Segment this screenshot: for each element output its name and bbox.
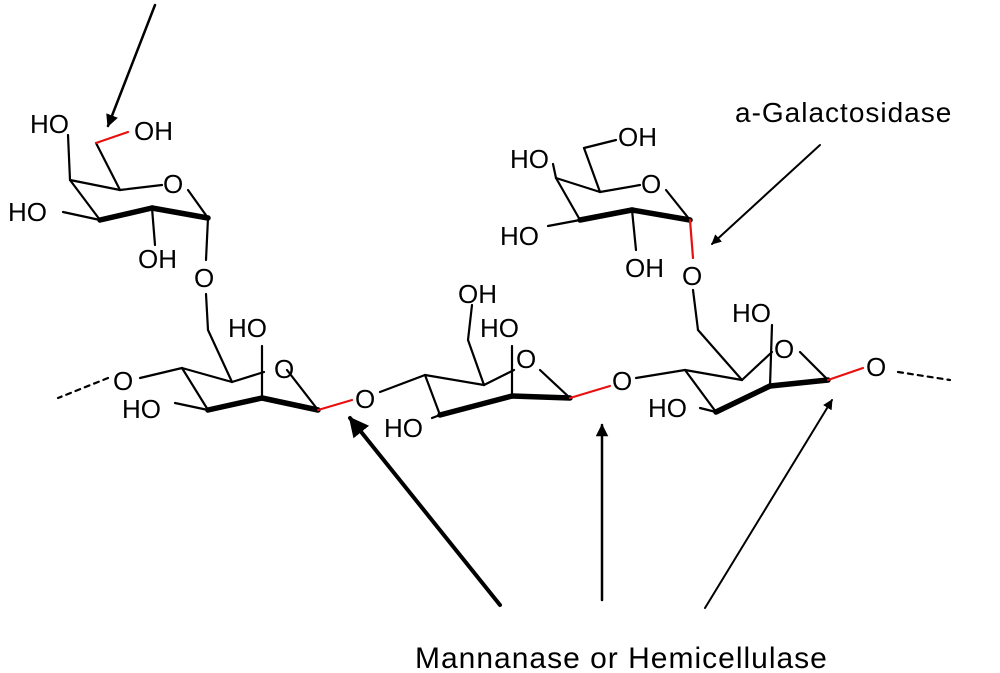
glycosidic-oxygen-label: O bbox=[355, 384, 375, 414]
hydroxyl-label: OH bbox=[134, 116, 173, 146]
mannose-ring-left bbox=[56, 328, 354, 413]
hydroxyl-label: OH bbox=[618, 122, 657, 152]
mannose-ring-right bbox=[634, 323, 952, 415]
glycosidic-oxygen-label: O bbox=[866, 352, 886, 382]
hydroxyl-label: HO bbox=[8, 197, 47, 227]
hydroxyl-label: HO bbox=[228, 313, 267, 343]
ring-oxygen-label: O bbox=[163, 169, 183, 199]
galactosidase-arrow bbox=[711, 144, 821, 245]
galactose-ring-left bbox=[61, 130, 211, 332]
hydroxyl-label: HO bbox=[480, 313, 519, 343]
ring-oxygen-label: O bbox=[274, 354, 294, 384]
hydroxyl-label: OH bbox=[625, 253, 664, 283]
hydroxyl-label: HO bbox=[122, 394, 161, 424]
enzyme-arrow bbox=[106, 3, 157, 128]
ring-oxygen-label: O bbox=[641, 169, 661, 199]
mannanase-arrow-left bbox=[348, 416, 502, 607]
glycosidic-oxygen-label: O bbox=[612, 366, 632, 396]
hydroxyl-label: HO bbox=[510, 144, 549, 174]
mannose-ring-middle bbox=[378, 303, 612, 420]
galactosidase-label: a-Galactosidase bbox=[735, 97, 952, 128]
glycosidic-oxygen-label: O bbox=[113, 366, 133, 396]
hydroxyl-label: HO bbox=[384, 413, 423, 443]
hydroxyl-label: HO bbox=[500, 221, 539, 251]
glycosidic-oxygen-label: O bbox=[682, 261, 702, 291]
mannanase-arrow-right bbox=[704, 399, 833, 609]
hydroxyl-label: OH bbox=[138, 244, 177, 274]
mannanase-label: Mannanase or Hemicellulase bbox=[415, 642, 828, 673]
ring-oxygen-label: O bbox=[516, 344, 536, 374]
glycosidic-oxygen-label: O bbox=[194, 263, 214, 293]
hydroxyl-label: HO bbox=[30, 109, 69, 139]
ring-oxygen-label: O bbox=[774, 334, 794, 364]
hydroxyl-label: OH bbox=[458, 279, 497, 309]
hydroxyl-label: HO bbox=[648, 393, 687, 423]
hydroxyl-label: HO bbox=[732, 298, 771, 328]
galactose-ring-right bbox=[546, 138, 700, 332]
